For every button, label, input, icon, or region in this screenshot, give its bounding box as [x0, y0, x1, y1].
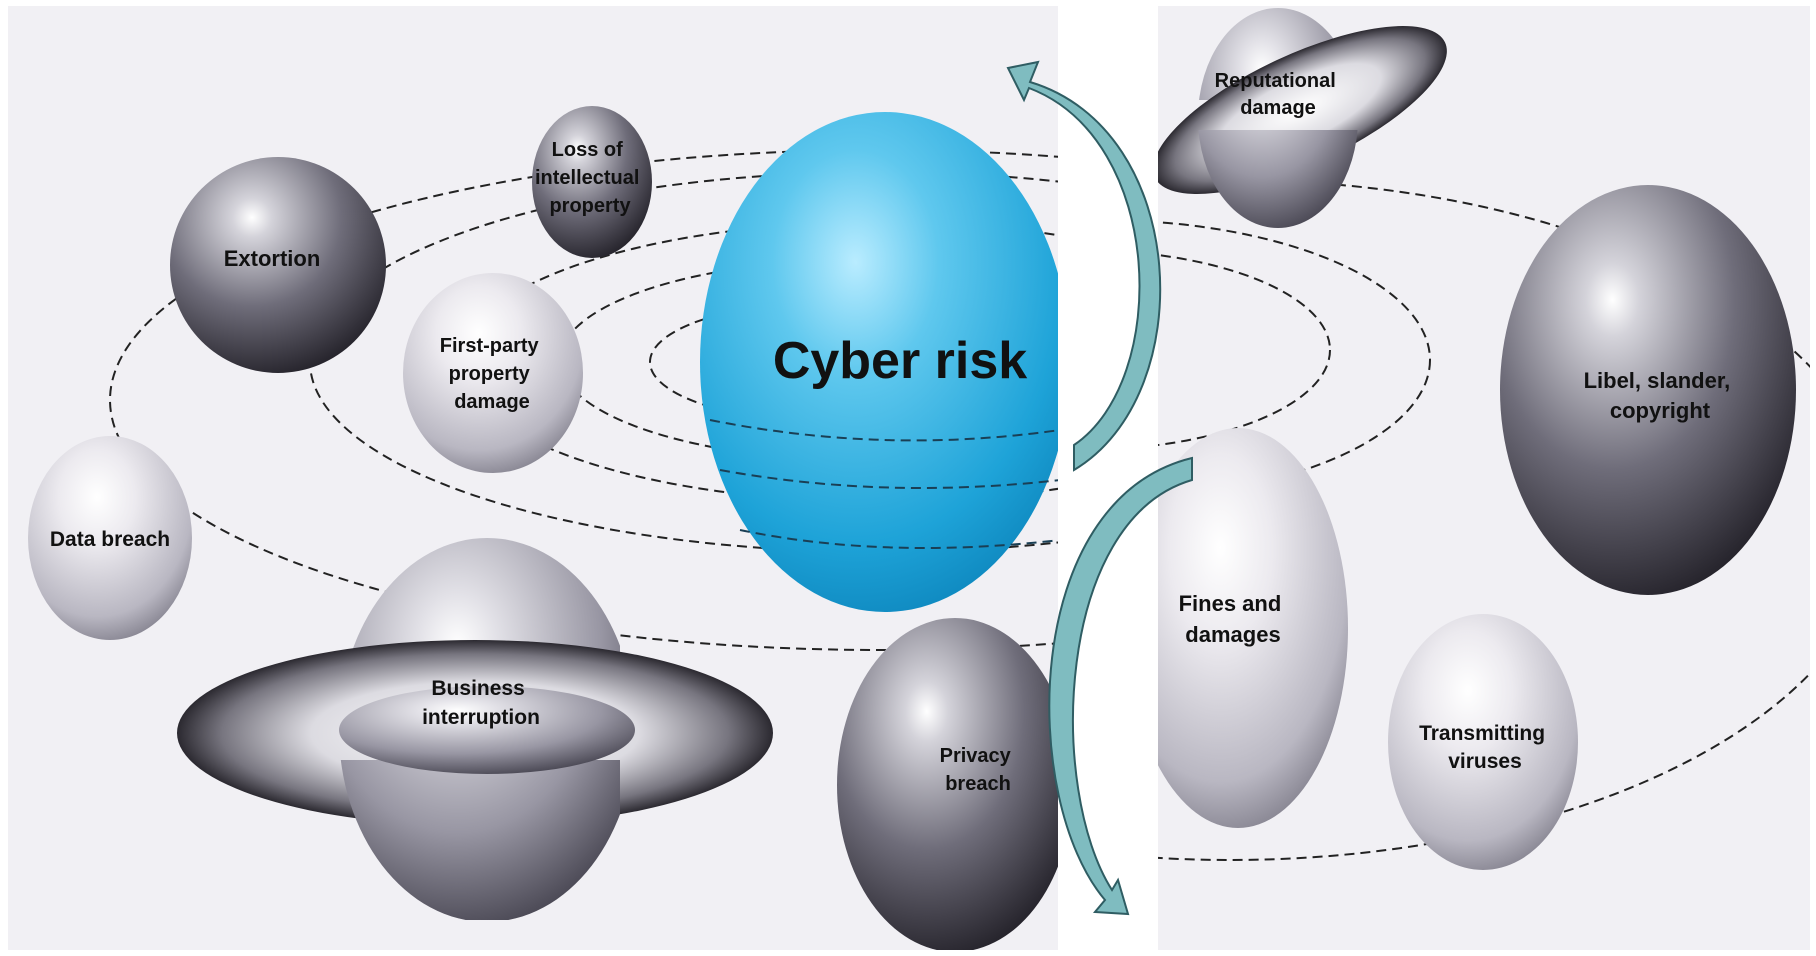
loss-ip-label: Loss of intellectual property	[535, 139, 645, 217]
loss-ip-sphere	[532, 106, 652, 258]
data-breach-label: Data breach	[50, 528, 170, 551]
libel-sphere	[1500, 185, 1796, 595]
privacy-breach-sphere	[837, 618, 1058, 950]
fines-sphere	[1158, 428, 1348, 828]
arrow-down	[1048, 456, 1193, 916]
first-party-label: First-party property damage	[440, 335, 544, 413]
viruses-label: Transmitting viruses	[1419, 722, 1551, 773]
first-party-sphere	[403, 273, 583, 473]
libel-label: Libel, slander, copyright	[1584, 368, 1737, 423]
arrow-up	[1006, 60, 1162, 472]
fines-label: Fines and damages	[1179, 591, 1288, 647]
privacy-breach-label: Privacy breach	[940, 745, 1017, 795]
business-interruption-sphere-front	[340, 760, 620, 920]
reputational-sphere-front	[1198, 130, 1358, 228]
extortion-sphere	[170, 157, 386, 373]
cyber-risk-label: Cyber risk	[773, 332, 1027, 390]
data-breach-sphere	[28, 436, 192, 640]
business-interruption-label: Business interruption	[422, 677, 540, 729]
viruses-sphere	[1388, 614, 1578, 870]
reputational-label: Reputational damage	[1215, 70, 1342, 119]
extortion-label: Extortion	[224, 246, 321, 271]
